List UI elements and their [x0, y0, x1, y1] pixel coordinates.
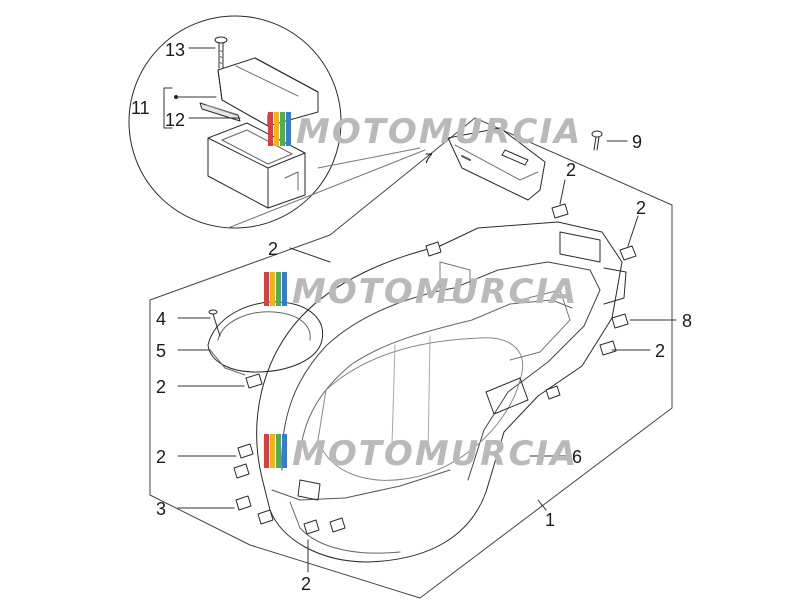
cover-flap: [447, 127, 546, 201]
callout-2-top: 2: [566, 160, 576, 180]
callout-3: 3: [156, 499, 166, 519]
callout-2-left-lower: 2: [156, 447, 166, 467]
screw-4: [208, 309, 221, 337]
inner-label-7: 7: [424, 150, 433, 166]
screw-13: [214, 36, 228, 69]
callout-5: 5: [156, 341, 166, 361]
callout-2-bottom: 2: [301, 574, 311, 594]
callout-2-middle: 2: [268, 239, 278, 259]
callout-4: 4: [156, 309, 166, 329]
callout-labels: 13 11 12 9 2 2 2 4 8 5 2 2 2 6 3 1 2 7: [131, 40, 692, 594]
battery-strip: [199, 102, 241, 122]
callout-6: 6: [572, 447, 582, 467]
watermark-text: MOTOMURCIA: [292, 272, 578, 312]
screw-9: [591, 130, 603, 151]
clips: [233, 203, 637, 535]
callout-2-left-upper: 2: [156, 377, 166, 397]
callout-2-right: 2: [655, 341, 665, 361]
leader-lines: [163, 47, 677, 573]
battery-cover: [217, 57, 319, 127]
detail-inset: [128, 15, 426, 229]
assembly-outline: [149, 117, 673, 599]
battery-box: [207, 122, 306, 209]
helmet-compartment: [256, 221, 627, 563]
callout-12: 12: [165, 110, 185, 130]
callout-13: 13: [165, 40, 185, 60]
watermark-text: MOTOMURCIA: [292, 434, 578, 474]
callout-9: 9: [632, 132, 642, 152]
callout-8: 8: [682, 311, 692, 331]
watermark-1: MOTOMURCIA: [268, 112, 582, 152]
watermark-3: MOTOMURCIA: [264, 434, 578, 474]
watermark-logos: MOTOMURCIA MOTOMURCIA MOTOMURCIA: [264, 112, 582, 474]
watermark-text: MOTOMURCIA: [296, 112, 582, 152]
callout-2-right-top: 2: [636, 198, 646, 218]
watermark-2: MOTOMURCIA: [264, 272, 578, 312]
small-lid: [207, 301, 324, 376]
callout-11: 11: [131, 98, 150, 118]
callout-1: 1: [545, 510, 555, 530]
